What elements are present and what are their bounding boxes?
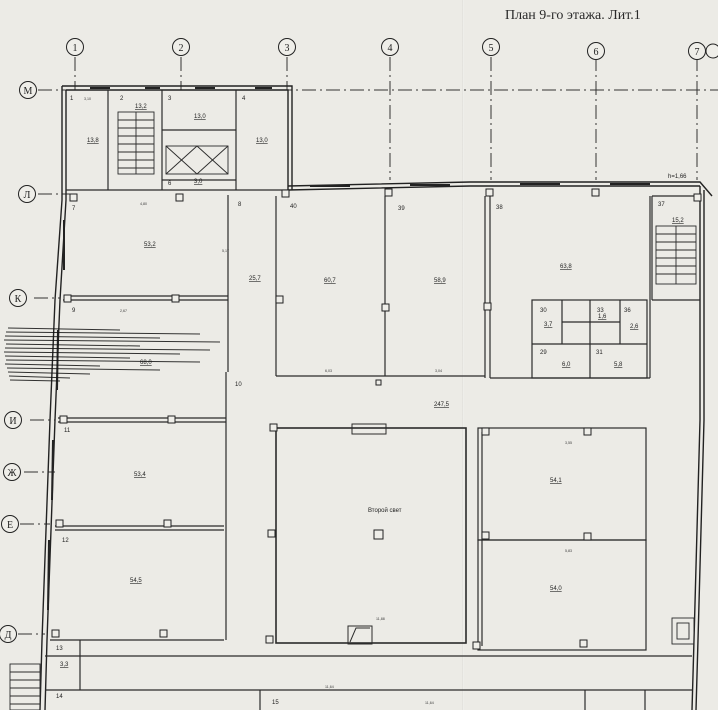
axis-label-4: 4 [388, 43, 393, 54]
stairs [9, 111, 697, 710]
axis-label-m: М [24, 86, 33, 97]
room-area: 247,5 [434, 402, 450, 408]
interior-walls [45, 90, 700, 710]
svg-text:11,88: 11,88 [376, 617, 385, 621]
atrium-features [347, 423, 387, 645]
room-area: 13,0 [194, 114, 206, 120]
svg-text:6,03: 6,03 [325, 369, 332, 373]
room-number: 4 [242, 96, 246, 102]
scan-artifact [3, 327, 221, 382]
axis-bubble-4 [381, 38, 399, 56]
axis-bubbles-left [0, 81, 37, 643]
room-area: 13,8 [87, 138, 99, 144]
axis-bubble-6 [587, 42, 605, 60]
axis-bubble-8-partial [705, 43, 718, 59]
svg-text:5,17: 5,17 [222, 249, 229, 253]
level-mark: h=1,66 [668, 174, 687, 180]
svg-text:5,83: 5,83 [565, 549, 572, 553]
axis-label-e: Е [7, 520, 13, 531]
axis-label-7: 7 [695, 47, 700, 58]
room-number: 2 [120, 96, 124, 102]
room-area: 3,7 [544, 322, 553, 328]
room-number: 30 [540, 308, 547, 314]
room-area: 1,6 [598, 314, 607, 320]
room-number: 11 [64, 428, 71, 434]
room-area: 68,0 [140, 360, 152, 366]
axis-label-zh: Ж [8, 468, 17, 479]
room-area: 63,8 [560, 264, 572, 270]
room-area: 53,4 [134, 472, 146, 478]
room-number: 33 [597, 308, 604, 314]
svg-text:11,64: 11,64 [325, 685, 334, 689]
room-area: 3,3 [60, 662, 69, 668]
axis-bubble-5 [482, 38, 500, 56]
room-number: 10 [235, 382, 242, 388]
room-area: 54,5 [130, 578, 142, 584]
axis-label-k: К [15, 294, 22, 305]
room-number: 9 [72, 308, 76, 314]
room-number: 40 [290, 204, 297, 210]
room-number: 6 [168, 181, 172, 187]
axis-gridlines [18, 57, 718, 635]
axis-label-l: Л [24, 190, 31, 201]
room-area: 15,2 [672, 218, 684, 224]
svg-text:4,80: 4,80 [140, 202, 147, 206]
room-number: 37 [658, 202, 665, 208]
plan-title: План 9-го этажа. Лит.1 [505, 8, 641, 23]
axis-bubble-3 [278, 38, 296, 56]
room-area: 54,0 [550, 586, 562, 592]
room-area: 6,0 [562, 362, 571, 368]
svg-text:2,67: 2,67 [120, 309, 127, 313]
room-number: 3 [168, 96, 172, 102]
windows [47, 87, 650, 611]
svg-text:3,10: 3,10 [84, 97, 91, 101]
room-area: 3,0 [194, 179, 203, 185]
svg-text:11,64: 11,64 [425, 701, 434, 705]
room-number: 31 [596, 350, 603, 356]
dimension-labels: 3,10 5,17 4,80 2,67 6,03 3,04 3,55 5,83 … [84, 97, 572, 705]
columns [51, 188, 702, 650]
atrium-label: Второй свет [368, 507, 402, 514]
room-number: 15 [272, 700, 279, 706]
exterior-walls [39, 85, 713, 710]
svg-text:3,04: 3,04 [435, 369, 442, 373]
room-area: 58,9 [434, 278, 446, 284]
axis-label-3: 3 [285, 43, 290, 54]
room-labels: 1 13,8 2 13,2 3 13,0 4 13,0 6 3,0 7 53,2… [56, 96, 687, 706]
axis-label-1: 1 [73, 43, 78, 54]
axis-bubble-1 [66, 38, 84, 56]
room-number: 29 [540, 350, 547, 356]
room-number: 8 [238, 202, 242, 208]
axis-label-5: 5 [489, 43, 494, 54]
room-area: 5,8 [614, 362, 623, 368]
room-area: 13,2 [135, 104, 147, 110]
axis-label-i: И [9, 416, 16, 427]
room-area: 2,6 [630, 324, 639, 330]
room-number: 39 [398, 206, 405, 212]
room-area: 53,2 [144, 242, 156, 248]
axis-label-6: 6 [594, 47, 599, 58]
axis-label-2: 2 [179, 43, 184, 54]
room-area: 25,7 [249, 276, 261, 282]
room-number: 1 [70, 96, 74, 102]
axis-bubbles-top [66, 38, 706, 60]
room-number: 36 [624, 308, 631, 314]
room-area: 13,0 [256, 138, 268, 144]
room-number: 13 [56, 646, 63, 652]
elevator-shaft [165, 145, 695, 645]
room-area: 54,1 [550, 478, 562, 484]
room-number: 7 [72, 206, 76, 212]
paper-fold [462, 0, 464, 710]
axis-label-d: Д [5, 630, 12, 641]
room-number: 38 [496, 205, 503, 211]
axis-bubble-2 [172, 38, 190, 56]
room-number: 14 [56, 694, 63, 700]
room-area: 60,7 [324, 278, 336, 284]
room-number: 12 [62, 538, 69, 544]
svg-text:3,55: 3,55 [565, 441, 572, 445]
